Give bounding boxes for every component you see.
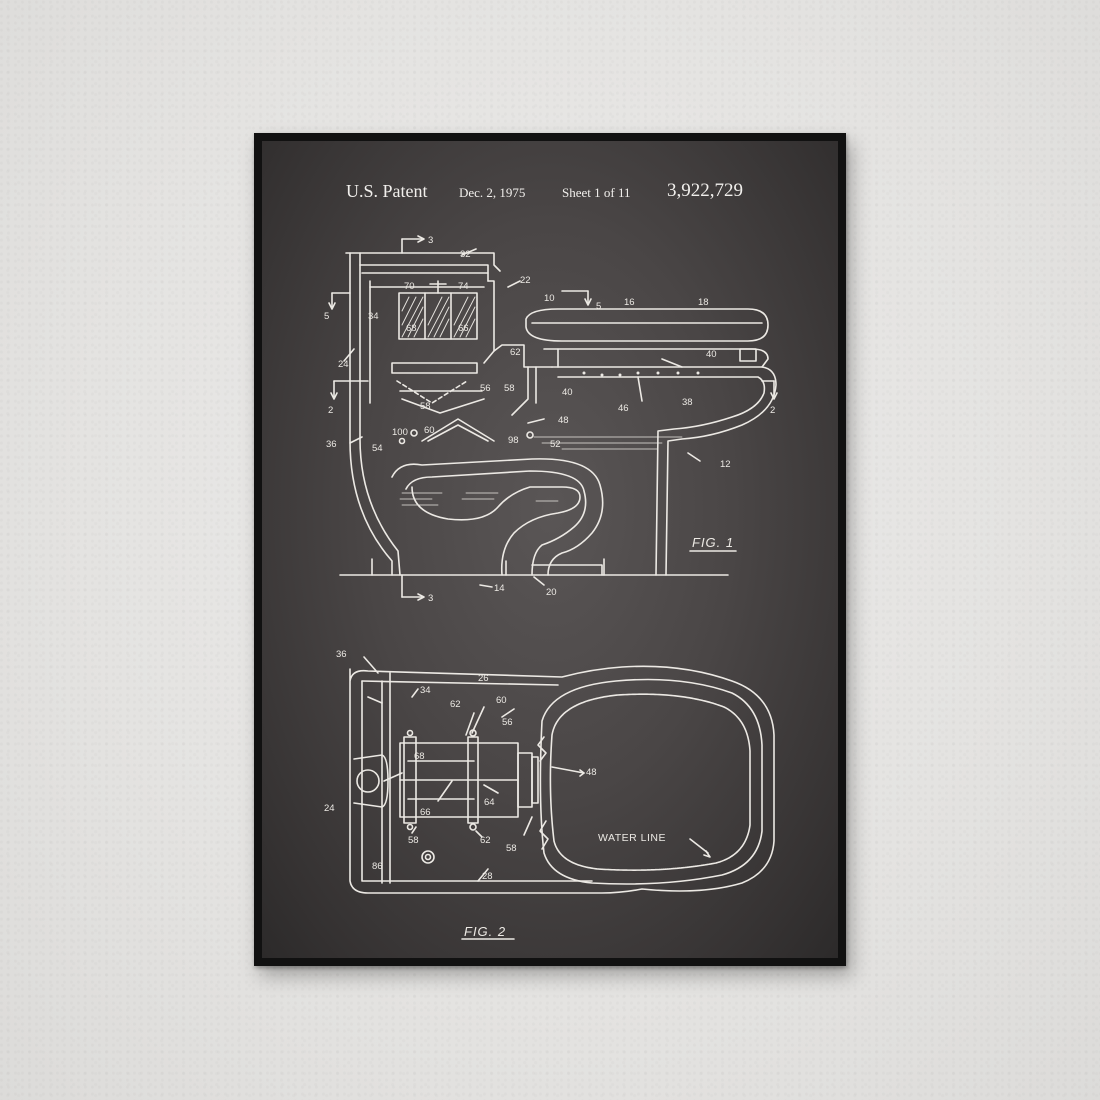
fig1-ref: 36 [326,439,337,450]
water-line-label: WATER LINE [598,832,666,844]
fig2-ref: 64 [484,797,495,808]
fig2-ref: 28 [482,871,493,882]
fig1-ref: 14 [494,583,505,594]
fig1-ref: 2 [770,405,775,416]
fig1-ref: 24 [338,359,349,370]
fig1-ref: 40 [562,387,573,398]
fig1-ref: 74 [458,281,469,292]
fig1-drawing [328,235,778,601]
fig1-ref: 22 [520,275,531,286]
fig1-ref: 32 [460,249,471,260]
fig2-ref: 58 [408,835,419,846]
fig1-ref: 18 [698,297,709,308]
fig1-ref: 100 [392,427,408,438]
fig1-ref: 56 [480,383,491,394]
fig1-ref: 3 [428,235,433,246]
fig2-ref: 66 [420,807,431,818]
fig1-label: FIG. 1 [692,535,734,550]
fig1-ref: 70 [404,281,415,292]
fig2-label: FIG. 2 [464,924,506,939]
fig2-ref: 62 [480,835,491,846]
fig2-drawing [349,656,775,940]
fig1-ref: 48 [558,415,569,426]
fig2-ref: 24 [324,803,335,814]
fig1-ref: 52 [550,439,561,450]
fig2-ref: 86 [372,861,383,872]
fig1-ref: 20 [546,587,557,598]
fig1-ref: 5 [324,311,329,322]
fig2-ref: 60 [496,695,507,706]
fig1-ref: 98 [508,435,519,446]
fig2-reference-numerals: 36 34 26 62 60 56 68 48 24 66 64 58 62 5… [324,649,666,939]
fig2-ref: 34 [420,685,431,696]
patent-number: 3,922,729 [667,180,743,201]
patent-sheet: Sheet 1 of 11 [562,185,631,200]
fig1-ref: 16 [624,297,635,308]
fig1-ref: 34 [368,311,379,322]
fig2-ref: 58 [506,843,517,854]
patent-header: U.S. Patent Dec. 2, 1975 Sheet 1 of 11 3… [262,179,838,209]
fig1-ref: 46 [618,403,629,414]
fig2-ref: 62 [450,699,461,710]
fig1-ref: 54 [372,443,383,454]
fig1-reference-numerals: 3 32 22 10 5 16 18 70 74 34 5 68 66 62 4… [324,235,775,604]
fig1-ref: 40 [706,349,717,360]
fig1-ref: 66 [458,323,469,334]
patent-label: U.S. Patent [346,181,428,201]
fig1-ref: 10 [544,293,555,304]
fig1-ref: 2 [328,405,333,416]
fig1-ref: 60 [424,425,435,436]
fig1-ref: 5 [596,301,601,312]
fig1-ref: 58 [504,383,515,394]
fig1-ref: 58 [420,401,431,412]
fig1-ref: 62 [510,347,521,358]
patent-poster: U.S. Patent Dec. 2, 1975 Sheet 1 of 11 3… [262,141,838,958]
poster-frame: U.S. Patent Dec. 2, 1975 Sheet 1 of 11 3… [254,133,846,966]
fig1-ref: 68 [406,323,417,334]
patent-drawing: 3 32 22 10 5 16 18 70 74 34 5 68 66 62 4… [324,235,778,940]
fig2-ref: 36 [336,649,347,660]
fig2-ref: 56 [502,717,513,728]
fig2-ref: 26 [478,673,489,684]
fig2-ref: 68 [414,751,425,762]
patent-date: Dec. 2, 1975 [459,185,526,200]
fig1-ref: 3 [428,593,433,604]
fig2-ref: 48 [586,767,597,778]
fig1-ref: 12 [720,459,731,470]
fig1-ref: 38 [682,397,693,408]
